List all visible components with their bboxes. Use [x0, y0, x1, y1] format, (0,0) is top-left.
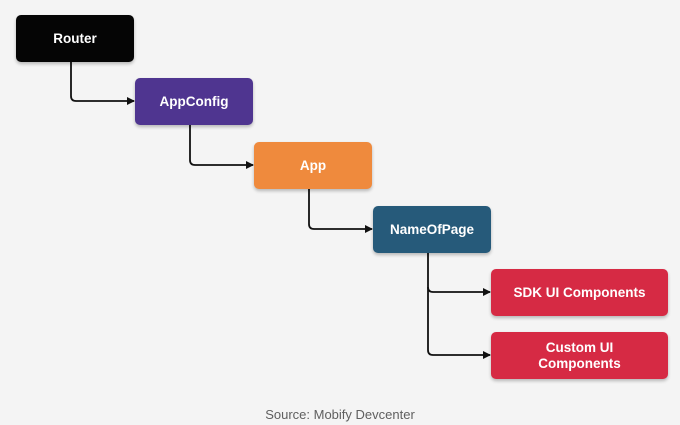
app-node: App — [254, 142, 372, 189]
edge-nameofpage-sdk — [427, 253, 491, 296]
edge-appconfig-app — [189, 125, 254, 169]
custom-ui-components-node: Custom UI Components — [491, 332, 668, 379]
router-node: Router — [16, 15, 134, 62]
edge-app-nameofpage — [308, 189, 373, 233]
nameofpage-node: NameOfPage — [373, 206, 491, 253]
edge-router-appconfig — [70, 62, 135, 105]
edge-nameofpage-custom — [427, 287, 491, 359]
source-caption: Source: Mobify Devcenter — [265, 407, 415, 422]
sdk-ui-components-node: SDK UI Components — [491, 269, 668, 316]
appconfig-node: AppConfig — [135, 78, 253, 125]
